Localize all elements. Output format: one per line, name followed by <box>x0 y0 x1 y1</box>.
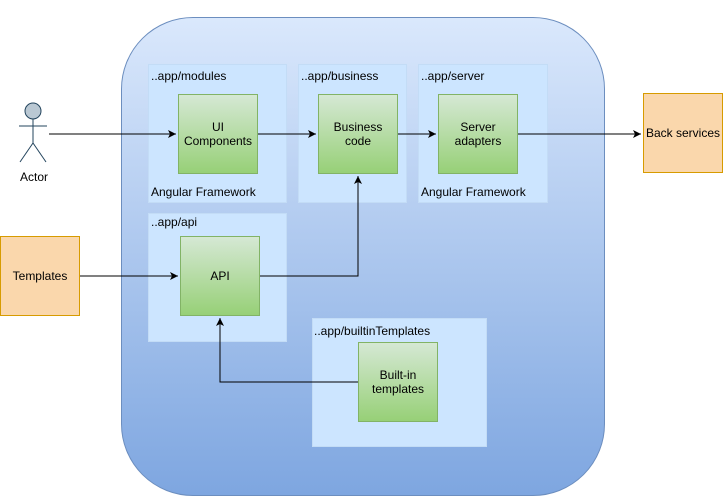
back-services-label: Back services <box>645 126 721 140</box>
api-label: API <box>210 269 230 283</box>
server-adapters-box[interactable]: Server adapters <box>438 94 518 174</box>
actor-label: Actor <box>20 170 49 184</box>
back-services-box[interactable]: Back services <box>643 93 723 173</box>
modules-package-label: ..app/modules <box>151 69 227 83</box>
api-package-label: ..app/api <box>151 215 198 229</box>
actor-icon[interactable] <box>14 100 54 166</box>
business-package-label: ..app/business <box>301 69 379 83</box>
business-code-label: Business code <box>333 120 383 148</box>
builtin-templates-box[interactable]: Built-in templates <box>358 342 438 422</box>
templates-label: Templates <box>12 269 68 283</box>
api-box[interactable]: API <box>180 236 260 316</box>
server-adapters-label: Server adapters <box>454 120 502 148</box>
templates-box[interactable]: Templates <box>0 236 80 316</box>
builtin-templates-label: Built-in templates <box>371 368 425 396</box>
server-package-label: ..app/server <box>421 69 485 83</box>
builtin-templates-package-label: ..app/builtinTemplates <box>314 324 431 338</box>
business-code-box[interactable]: Business code <box>318 94 398 174</box>
ui-components-box[interactable]: UI Components <box>178 94 258 174</box>
modules-framework-label: Angular Framework <box>151 185 256 199</box>
server-framework-label: Angular Framework <box>421 185 526 199</box>
ui-components-label: UI Components <box>183 120 253 148</box>
